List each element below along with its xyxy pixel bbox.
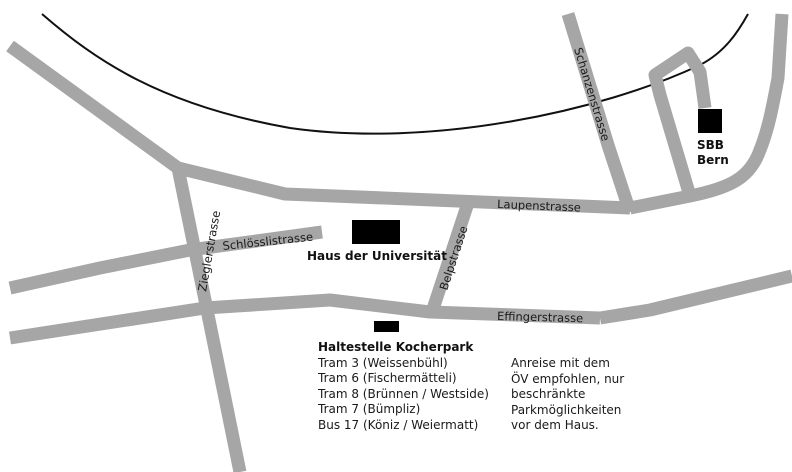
road-schloesslistrasse	[8, 225, 323, 295]
note-line: Anreise mit dem	[511, 356, 610, 370]
label-haus-der-universitaet: Haus der Universität	[307, 249, 447, 263]
road-effingerstrasse-east	[598, 269, 792, 325]
transit-info: Haltestelle Kocherpark Tram 3 (Weissenbü…	[318, 340, 518, 433]
road-effingerstrasse-west	[9, 293, 601, 345]
transit-line: Tram 3 (Weissenbühl)	[318, 355, 448, 370]
marker-haltestelle-kocherpark	[374, 321, 399, 332]
road-belpstrasse	[425, 200, 475, 315]
note-line: ÖV empfohlen, nur	[511, 371, 625, 386]
road-zieglerstrasse	[171, 166, 247, 472]
note-line: beschränkte	[511, 387, 586, 401]
transit-line: Tram 6 (Fischermätteli)	[318, 371, 457, 385]
road-station-loop	[648, 46, 712, 198]
label-effingerstrasse: Effingerstrasse	[497, 309, 583, 325]
label-schanzenstrasse: Schanzenstrasse	[571, 46, 613, 143]
road-laupenstrasse	[628, 13, 789, 215]
road-schanzenstrasse	[561, 12, 637, 215]
transit-line: Tram 7 (Bümpliz)	[318, 402, 421, 416]
travel-note: Anreise mit dem ÖV empfohlen, nur beschr…	[511, 356, 661, 434]
note-line: Parkmöglichkeiten	[511, 402, 622, 417]
label-bern: Bern	[697, 153, 729, 167]
note-line: vor dem Haus.	[511, 418, 599, 432]
label-laupenstrasse: Laupenstrasse	[497, 197, 581, 214]
road-northwest	[6, 40, 631, 215]
marker-sbb-bern	[698, 109, 722, 133]
transit-line: Tram 8 (Brünnen / Westside)	[318, 386, 489, 401]
transit-line: Bus 17 (Köniz / Weiermatt)	[318, 417, 479, 432]
label-sbb: SBB	[697, 138, 724, 152]
marker-haus-der-universitaet	[352, 220, 400, 244]
stop-name: Haltestelle Kocherpark	[318, 340, 474, 354]
railway-line	[41, 13, 749, 135]
